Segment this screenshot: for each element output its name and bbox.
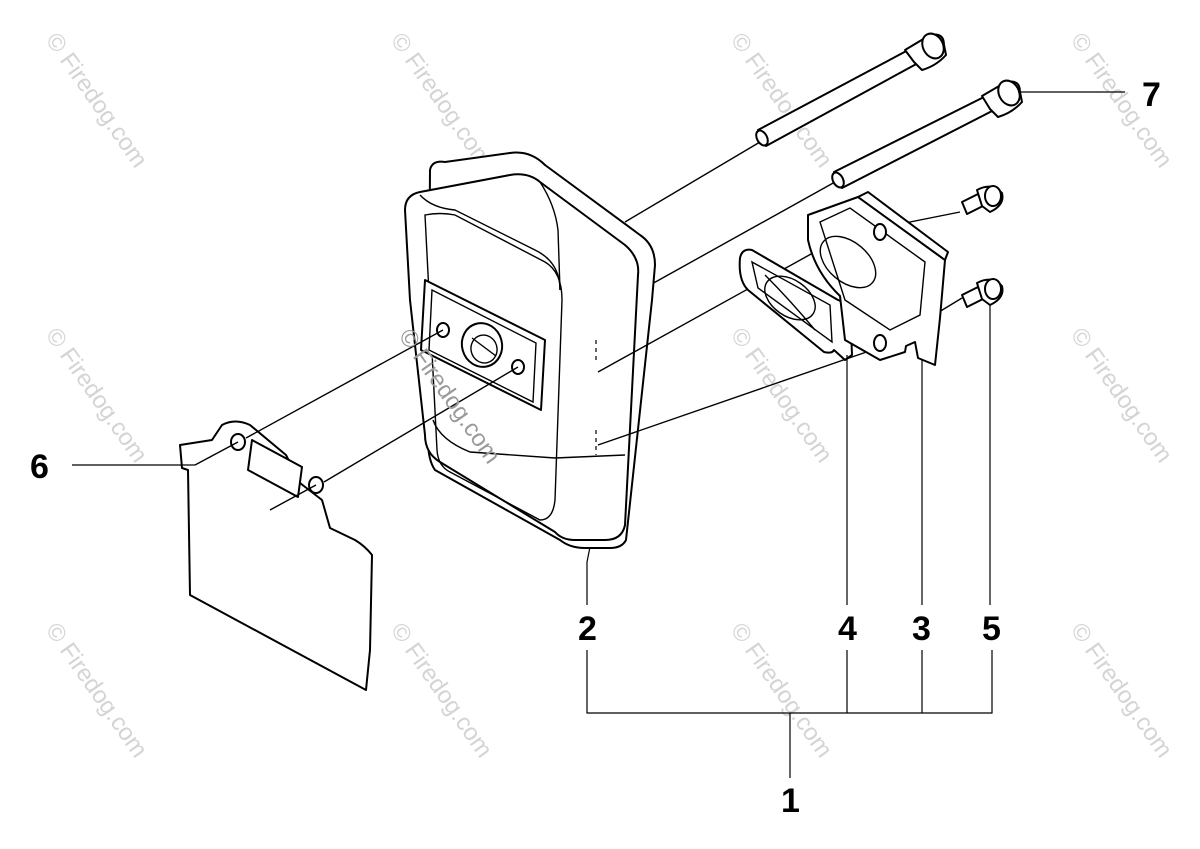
watermark: © Firedog.com [725,618,838,763]
callout-2: 2 [578,610,597,648]
callout-1: 1 [781,782,800,820]
callout-3: 3 [912,610,931,648]
callout-6: 6 [30,448,49,486]
small-screws [961,185,1004,308]
muffler-body [404,151,656,549]
deflector-bracket [807,191,949,366]
watermark: © Firedog.com [40,323,153,468]
watermark: © Firedog.com [40,618,153,763]
callout-5: 5 [982,610,1001,648]
gasket [179,420,373,691]
callout-leaders [72,91,1125,778]
watermark: © Firedog.com [385,28,498,173]
callout-labels: 7 6 2 4 3 5 1 [30,76,1161,820]
callout-7: 7 [1142,76,1161,114]
assembly-lines [194,211,963,511]
callout-4: 4 [838,610,857,648]
watermark: © Firedog.com [40,28,153,173]
watermark: © Firedog.com [385,618,498,763]
watermark: © Firedog.com [1065,323,1178,468]
watermark: © Firedog.com [1065,618,1178,763]
spark-arrestor-screen [738,248,853,361]
long-bolts [624,32,1023,286]
